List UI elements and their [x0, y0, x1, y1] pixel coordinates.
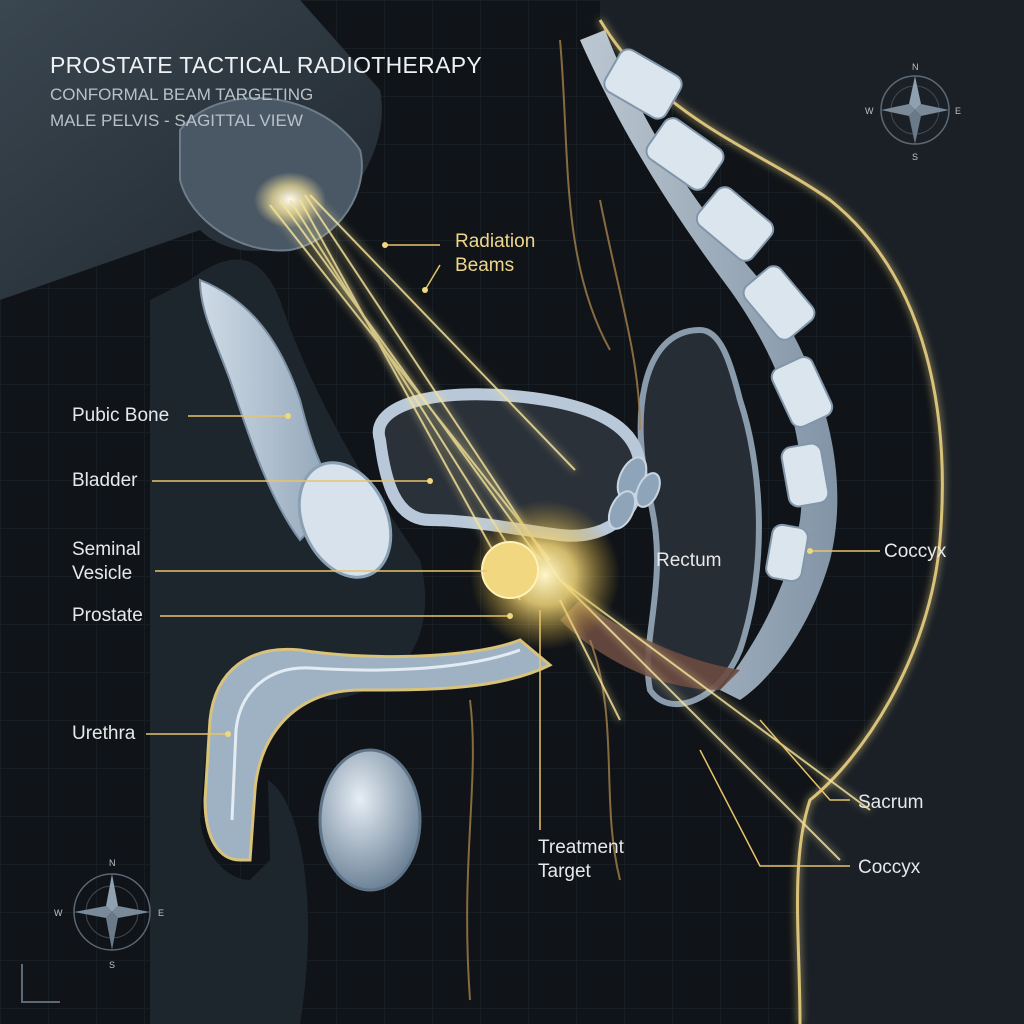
title-block: PROSTATE TACTICAL RADIOTHERAPY CONFORMAL… — [50, 52, 482, 137]
front-body — [150, 259, 426, 1024]
label-bladder: Bladder — [72, 470, 138, 491]
label-coccyx-lower: Coccyx — [858, 857, 921, 878]
label-rectum: Rectum — [656, 550, 722, 571]
urethra-shape — [203, 638, 553, 862]
label-prostate: Prostate — [72, 605, 143, 626]
nerves — [466, 39, 641, 1001]
compass-w-top: W — [865, 106, 874, 116]
diagram-title: PROSTATE TACTICAL RADIOTHERAPY — [50, 52, 483, 78]
label-pubic-bone: Pubic Bone — [72, 405, 170, 426]
urethra-channel — [230, 648, 521, 821]
label-treatment-target: Treatment Target — [538, 836, 624, 884]
prostate-shape — [481, 541, 539, 599]
label-coccyx-upper: Coccyx — [884, 541, 947, 562]
leader-dots — [225, 242, 813, 737]
compass-e-bottom: E — [158, 908, 164, 918]
compass-bottom-left: N S E W — [54, 858, 164, 970]
label-sacrum: Sacrum — [858, 792, 924, 813]
label-seminal-vesicle-line1: Seminal — [72, 539, 141, 560]
compass-s-bottom: S — [109, 960, 115, 970]
compass-s-top: S — [912, 152, 918, 162]
pubic-bone-shape — [198, 278, 393, 579]
label-urethra: Urethra — [72, 723, 136, 744]
label-radiation-beams-line2: Beams — [455, 255, 515, 276]
leader-lines — [146, 244, 880, 867]
label-radiation-beams: Radiation Beams — [455, 230, 535, 278]
testis — [318, 748, 422, 892]
label-seminal-vesicle-line2: Vesicle — [72, 563, 133, 584]
compass-n-top: N — [912, 62, 919, 72]
diagram-subtitle: CONFORMAL BEAM TARGETING — [50, 85, 314, 104]
rectum — [637, 326, 762, 708]
compass-top-right: N S E W — [865, 62, 961, 162]
compass-n-bottom: N — [109, 858, 116, 868]
spine — [580, 30, 838, 700]
compass-w-bottom: W — [54, 908, 63, 918]
body-outline-back — [598, 19, 944, 1024]
torso-back — [600, 0, 1024, 1024]
label-treatment-target-line2: Target — [538, 861, 591, 882]
seminal-vesicles — [607, 456, 661, 530]
label-radiation-beams-line1: Radiation — [455, 231, 536, 252]
diagram-view: MALE PELVIS - SAGITTAL VIEW — [50, 111, 303, 130]
label-treatment-target-line1: Treatment — [538, 837, 624, 858]
target-glow — [470, 500, 620, 650]
label-seminal-vesicle: Seminal Vesicle — [72, 538, 141, 586]
pelvic-floor-muscle — [560, 600, 740, 690]
compass-e-top: E — [955, 106, 961, 116]
